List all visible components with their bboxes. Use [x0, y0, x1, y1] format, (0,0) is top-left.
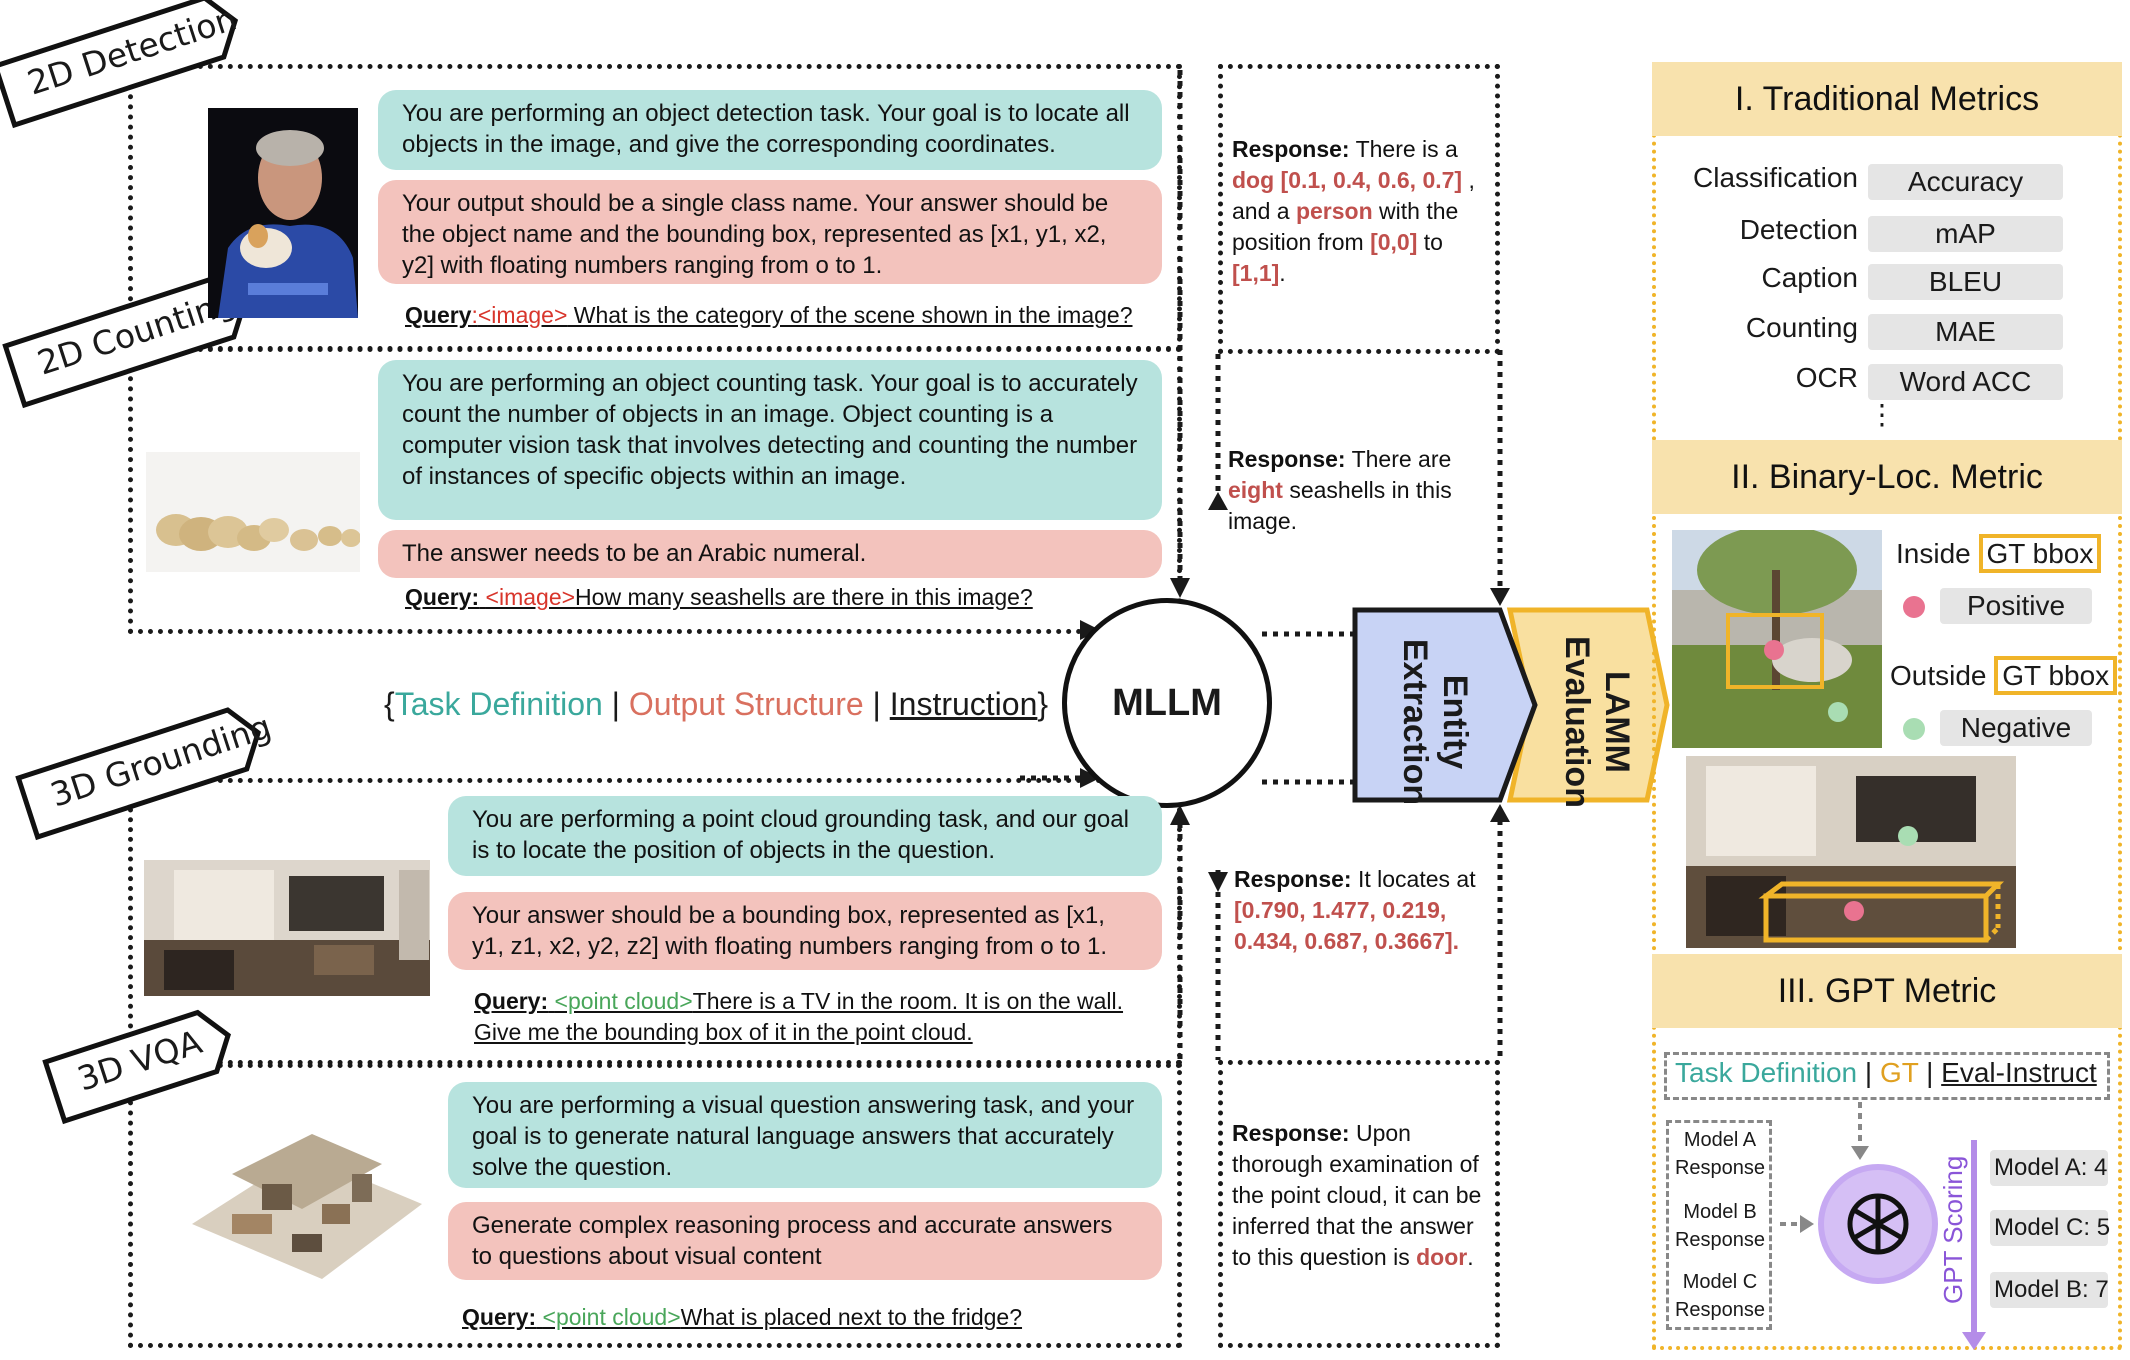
counting-response: Response: There are eight seashells in t…: [1228, 446, 1452, 534]
response-box-bottom: [1218, 1060, 1500, 1348]
lamm-evaluation-text: LAMM Evaluation: [1558, 636, 1636, 808]
metric-task-name: Caption: [1761, 262, 1858, 293]
binary-3d-photo: [1686, 756, 2016, 948]
vqa-output-structure: Generate complex reasoning process and a…: [448, 1202, 1162, 1280]
point-cloud-token: <point cloud>: [554, 988, 693, 1014]
detection-output-structure: Your output should be a single class nam…: [378, 180, 1162, 284]
metric-task-name: Counting: [1745, 312, 1858, 343]
negative-dot: [1903, 718, 1925, 740]
metric-task-name: OCR: [1795, 362, 1858, 393]
detection-query: Query:<image> What is the category of th…: [405, 302, 1133, 328]
response-box-top: [1218, 64, 1500, 354]
gpt-scoring-arrow: [1962, 1140, 1986, 1350]
outside-gt-label: Outside GT bbox: [1890, 656, 2118, 695]
traditional-metrics-header: I. Traditional Metrics: [1652, 62, 2122, 136]
tag-vqa: 3D VQA: [40, 982, 299, 1126]
metric-value: BLEU: [1868, 264, 2063, 300]
metric-value: Word ACC: [1868, 364, 2063, 400]
counting-output-structure: The answer needs to be an Arabic numeral…: [378, 530, 1162, 578]
entity-extraction-text: Entity Extraction: [1396, 638, 1474, 806]
binary-2d-photo: [1672, 530, 1882, 748]
tag-detection: 2D Detection: [0, 0, 250, 130]
model-responses-box: [1666, 1120, 1772, 1330]
metric-value: mAP: [1868, 216, 2063, 252]
grounding-task-definition: You are performing a point cloud groundi…: [448, 796, 1162, 876]
tag-grounding: 3D Grounding: [13, 698, 276, 842]
gpt-input-box: Task Definition | GT | Eval-Instruct: [1664, 1052, 2110, 1100]
vqa-photo: [172, 1114, 440, 1284]
grounding-query: Query: <point cloud>There is a TV in the…: [474, 988, 1124, 1014]
mllm-label: MLLM: [1112, 681, 1222, 724]
metric-value: Accuracy: [1868, 164, 2063, 200]
metric-task-name: Detection: [1739, 214, 1858, 245]
mllm-node: MLLM: [1062, 598, 1272, 808]
point-cloud-token: <point cloud>: [542, 1304, 681, 1330]
gpt-scoring-label: GPT Scoring: [1938, 1155, 1968, 1304]
grounding-response: Response: It locates at [0.790, 1.477, 0…: [1234, 866, 1476, 954]
gt-bbox-box: GT bbox: [1978, 534, 2102, 573]
metric-value: MAE: [1868, 314, 2063, 350]
detection-task-definition: You are performing an object detection t…: [378, 90, 1162, 170]
gpt-score: Model C: 5: [1990, 1210, 2110, 1246]
vqa-task-definition: You are performing a visual question ans…: [448, 1082, 1162, 1188]
negative-label: Negative: [1940, 710, 2092, 746]
tag-counting: 2D Counting: [0, 266, 259, 410]
grounding-query-line2: Give me the bounding box of it in the po…: [474, 1019, 973, 1045]
pipeline-arrows: [1352, 607, 1670, 803]
inside-gt-label: Inside GT bbox: [1896, 534, 2102, 573]
metric-task-name: Classification: [1693, 162, 1858, 193]
more-metrics-ellipsis: ⋮: [1868, 399, 1896, 430]
image-token: <image>: [477, 302, 568, 328]
grounding-output-structure: Your answer should be a bounding box, re…: [448, 892, 1162, 970]
counting-photo: [146, 452, 360, 572]
image-token: <image>: [485, 584, 576, 610]
counting-task-definition: You are performing an object counting ta…: [378, 360, 1162, 520]
positive-label: Positive: [1940, 588, 2092, 624]
vqa-response: Response: Upon thorough examination of t…: [1232, 1120, 1482, 1270]
gt-bbox-box: GT bbox: [1994, 656, 2118, 695]
detection-response: Response: There is a dog [0.1, 0.4, 0.6,…: [1232, 136, 1475, 286]
detection-photo: [208, 108, 358, 318]
gpt-metric-header: III. GPT Metric: [1652, 954, 2122, 1028]
vqa-box: [128, 1060, 1182, 1348]
gpt-score: Model A: 4: [1990, 1150, 2108, 1186]
vqa-query: Query: <point cloud>What is placed next …: [462, 1304, 1023, 1330]
grounding-photo: [144, 860, 430, 996]
gpt-score: Model B: 7: [1990, 1272, 2109, 1308]
binary-loc-header: II. Binary-Loc. Metric: [1652, 440, 2122, 514]
gpt-evaluator-node: [1818, 1164, 1938, 1284]
counting-query: Query: <image>How many seashells are the…: [405, 584, 1033, 610]
positive-dot: [1903, 596, 1925, 618]
component-legend: {Task Definition | Output Structure | In…: [384, 686, 1049, 722]
